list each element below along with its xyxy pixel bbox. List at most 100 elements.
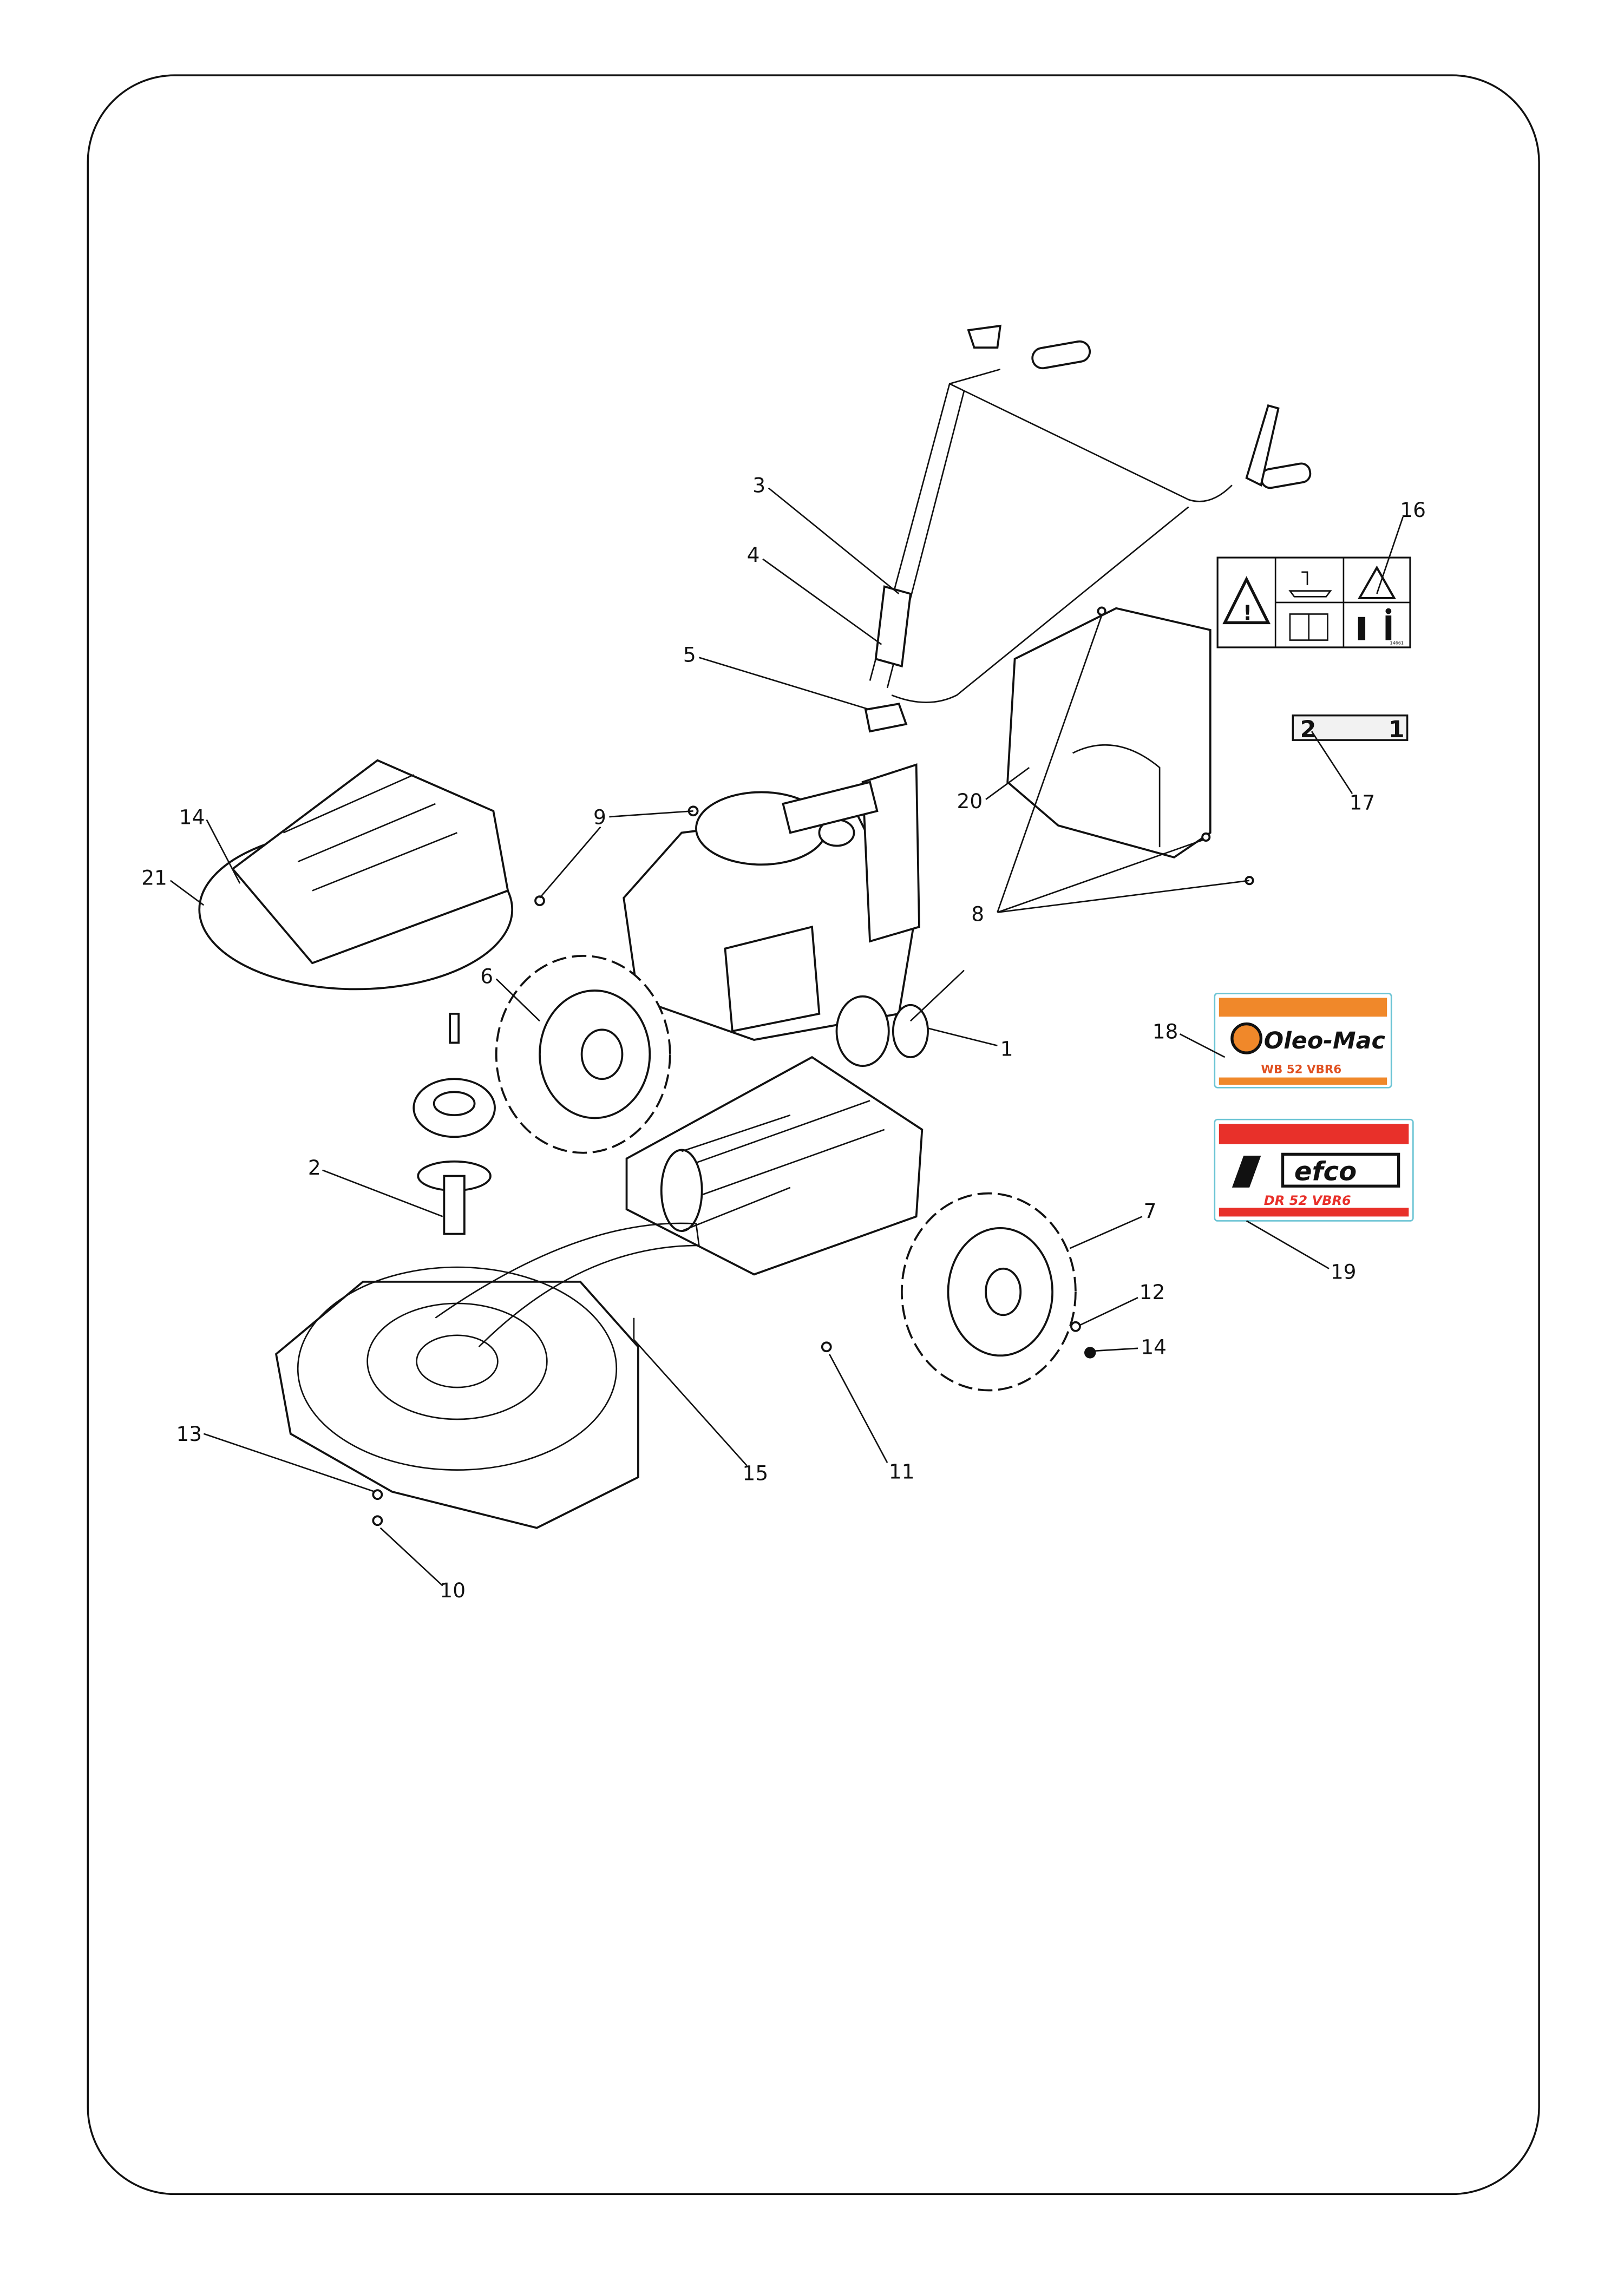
pulley-assembly <box>835 969 965 1067</box>
leader-line <box>698 657 870 711</box>
callout-number: 5 <box>683 643 696 667</box>
callout-number: 21 <box>141 866 167 890</box>
leader-line <box>1311 731 1353 794</box>
callout-number: 19 <box>1331 1260 1357 1283</box>
leader-line <box>985 766 1030 800</box>
leader-line <box>927 1027 998 1047</box>
leader-line <box>379 1527 443 1587</box>
page-frame <box>87 74 1540 2195</box>
warning-triangle-icon <box>1222 576 1271 625</box>
callout-number: 15 <box>743 1461 769 1485</box>
leader-line <box>1376 516 1404 594</box>
hazard-triangle-icon <box>1357 565 1397 599</box>
wheel-right <box>901 1192 1077 1392</box>
wheel-left <box>495 954 671 1154</box>
efco-decal: efco DR 52 VBR6 <box>1214 1118 1414 1222</box>
callout-8: 8 <box>971 615 1250 926</box>
callout-number: 14 <box>179 805 205 829</box>
callout-5: 5 <box>683 643 870 711</box>
callout-number: 18 <box>1152 1019 1178 1043</box>
svg-text:DR 52 VBR6: DR 52 VBR6 <box>1264 1193 1351 1208</box>
leader-line <box>633 1339 748 1466</box>
svg-text:efco: efco <box>1294 1157 1357 1187</box>
callout-number: 12 <box>1140 1280 1165 1304</box>
callout-number: 14 <box>1141 1335 1167 1359</box>
callout-6: 6 <box>480 965 540 1022</box>
leader-line <box>539 826 601 899</box>
gear-decal: 2 1 <box>1292 714 1409 743</box>
oleomac-logo-icon <box>1230 1022 1263 1054</box>
leader-line <box>762 558 882 645</box>
cutting-deck <box>275 1222 700 1529</box>
callout-1: 1 <box>927 1027 1013 1060</box>
leader-line <box>495 978 540 1022</box>
safety-decal: ! 14661 <box>1216 556 1411 648</box>
leader-line <box>322 1169 443 1217</box>
callout-number: 16 <box>1400 498 1426 522</box>
callout-16: 16 <box>1376 498 1426 594</box>
callout-10: 10 <box>379 1527 466 1602</box>
callout-number: 3 <box>752 474 765 497</box>
callout-number: 10 <box>440 1578 466 1602</box>
callout-14: 14 <box>1090 1335 1167 1359</box>
blade-hub <box>412 1012 496 1235</box>
callout-9: 9 <box>539 805 693 899</box>
handlebar <box>869 324 1312 703</box>
leader-line <box>1179 1033 1226 1058</box>
leader-line <box>206 819 241 884</box>
callout-2: 2 <box>308 1156 443 1217</box>
leader-line <box>203 1433 375 1493</box>
callout-number: 8 <box>971 902 984 926</box>
engine <box>623 763 920 1041</box>
fasteners <box>372 606 1254 1526</box>
callout-number: 13 <box>176 1422 202 1446</box>
callout-number: 7 <box>1144 1199 1157 1223</box>
callout-21: 21 <box>141 866 205 906</box>
svg-text:!: ! <box>1243 601 1252 625</box>
leader-line <box>1069 1216 1143 1249</box>
drive-frame <box>625 1056 924 1276</box>
rear-guard <box>1006 607 1212 858</box>
callout-20: 20 <box>957 766 1030 813</box>
callout-14: 14 <box>179 805 241 884</box>
manual-book-icon <box>1289 613 1328 641</box>
callout-number: 1 <box>1000 1037 1013 1060</box>
callout-number: 17 <box>1350 791 1376 815</box>
efco-logo-icon <box>1232 1156 1261 1188</box>
callout-number: 11 <box>889 1460 915 1484</box>
leader-line <box>1079 1297 1138 1326</box>
leader-line <box>768 487 900 594</box>
callout-13: 13 <box>176 1422 375 1493</box>
svg-text:WB 52 VBR6: WB 52 VBR6 <box>1261 1063 1341 1077</box>
safety-decal-code: 14661 <box>1390 641 1404 646</box>
callout-12: 12 <box>1079 1280 1165 1326</box>
leader-line <box>997 839 1203 913</box>
callout-number: 4 <box>747 543 760 567</box>
callout-17: 17 <box>1311 731 1376 815</box>
callout-number: 20 <box>957 789 983 813</box>
leader-line <box>997 615 1103 913</box>
callout-11: 11 <box>828 1353 915 1484</box>
callout-19: 19 <box>1246 1220 1357 1283</box>
leader-line <box>828 1353 888 1463</box>
callout-3: 3 <box>752 474 900 594</box>
distance-icon <box>1358 617 1366 640</box>
svg-text:1: 1 <box>1389 716 1405 743</box>
engine-cover <box>198 759 514 991</box>
callout-4: 4 <box>747 543 882 645</box>
callout-15: 15 <box>633 1339 769 1485</box>
manual-wrench-icon <box>1288 571 1332 598</box>
handle-mount <box>864 703 908 733</box>
callout-number: 2 <box>308 1156 321 1179</box>
leader-line <box>1090 1347 1138 1352</box>
leader-line <box>609 810 693 818</box>
leader-line <box>169 880 205 906</box>
leader-line <box>997 880 1250 913</box>
callout-number: 6 <box>480 965 493 988</box>
oleomac-decal: Oleo-Mac WB 52 VBR6 <box>1214 993 1392 1089</box>
svg-text:Oleo-Mac: Oleo-Mac <box>1264 1027 1385 1054</box>
callout-number: 9 <box>593 805 606 829</box>
svg-text:2: 2 <box>1300 716 1317 743</box>
